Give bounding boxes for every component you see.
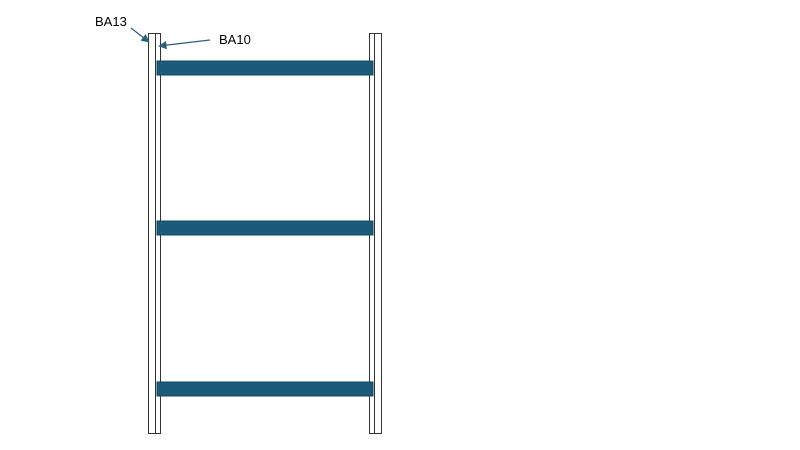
bottom-shelf [156, 381, 374, 397]
callout-ba13-label: BA13 [95, 14, 127, 29]
middle-shelf [156, 220, 374, 236]
callout-ba13: BA13 [95, 14, 150, 43]
callout-ba10: BA10 [158, 32, 251, 50]
callout-ba10-arrow [158, 39, 211, 50]
callout-ba13-arrow [130, 27, 150, 43]
top-shelf [156, 60, 374, 76]
callout-ba10-label: BA10 [219, 32, 251, 47]
